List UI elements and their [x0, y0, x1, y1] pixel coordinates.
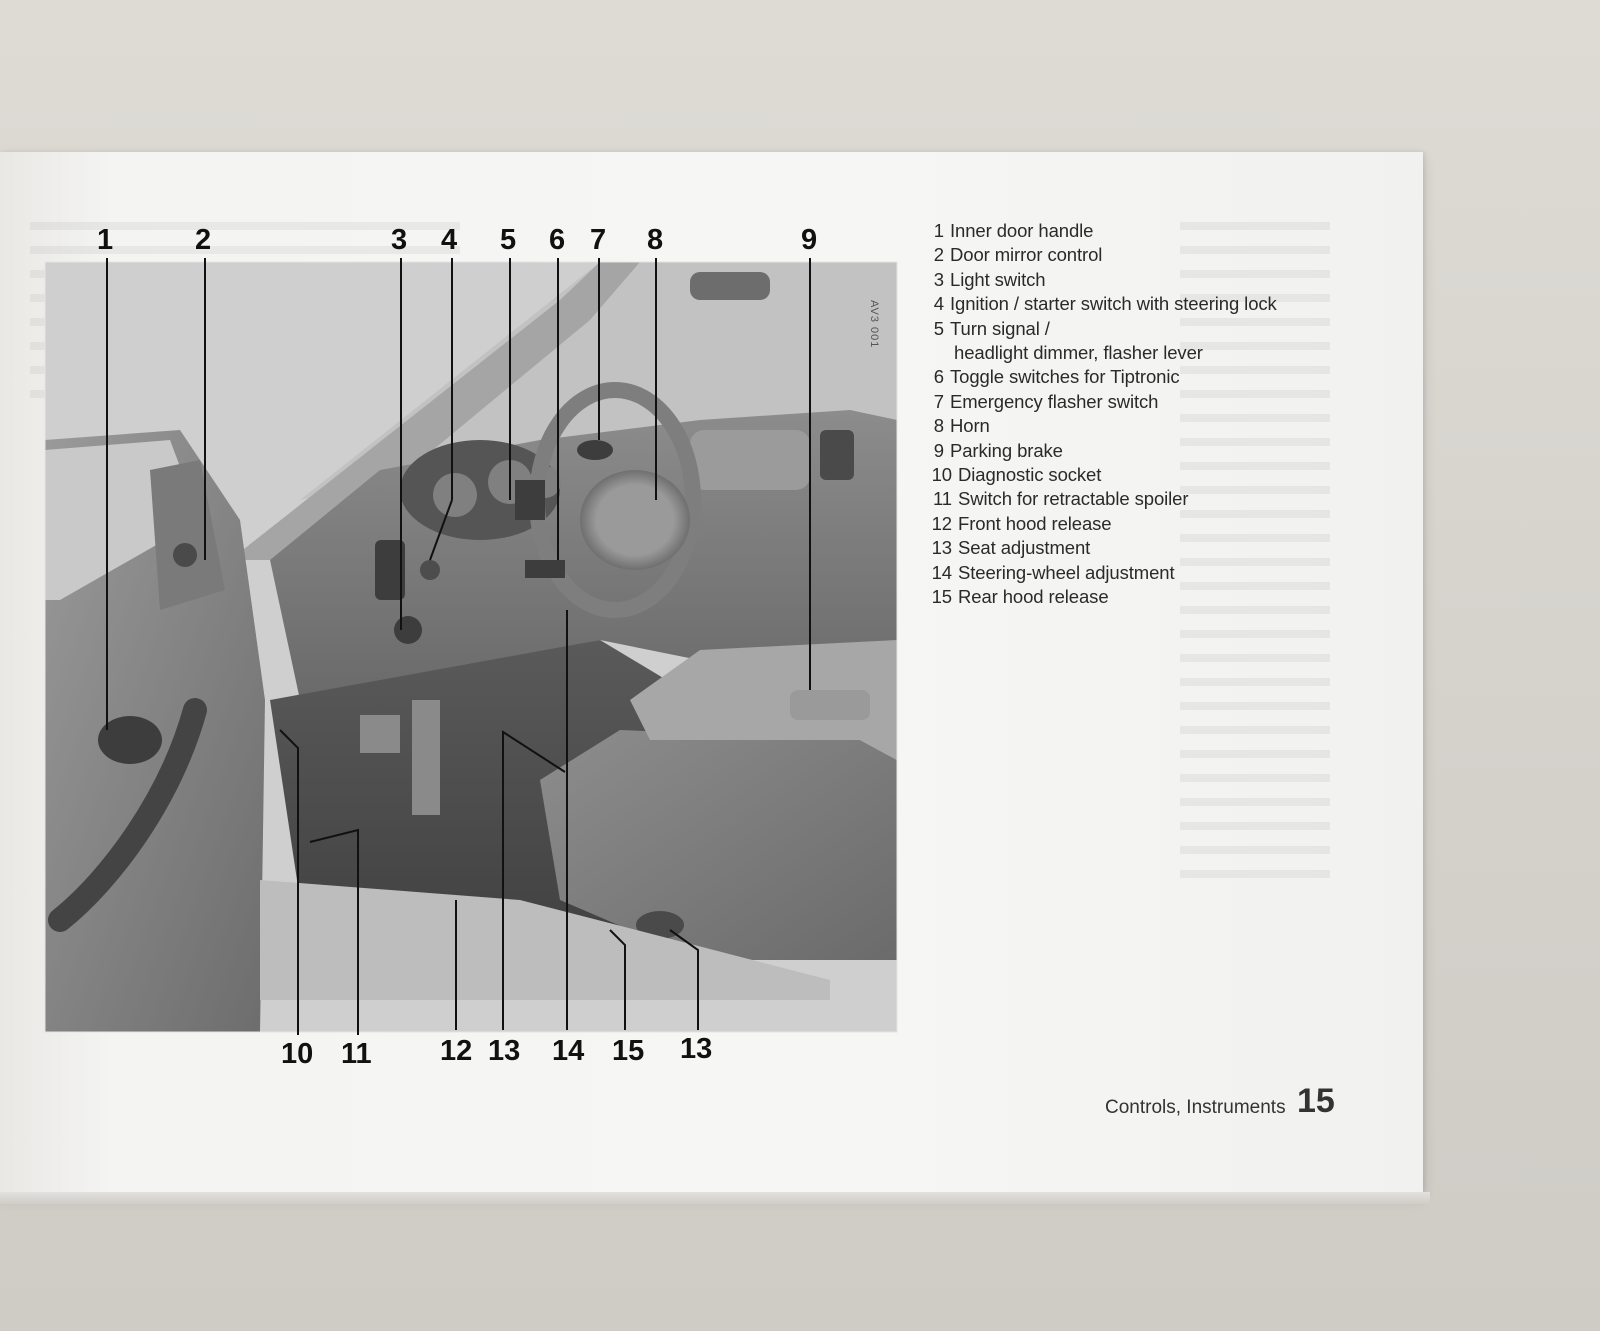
mirror-control-panel — [150, 460, 225, 610]
callout-7: 7 — [590, 224, 607, 256]
callout-13: 13 — [488, 1035, 521, 1067]
figure-code: AV3 001 — [868, 300, 880, 349]
air-vent-right — [820, 430, 854, 480]
footer-section-title: Controls, Instruments — [1105, 1097, 1286, 1118]
callout-4: 4 — [441, 224, 458, 256]
door-sill — [260, 880, 830, 1000]
a-pillar — [230, 262, 640, 560]
callout-10: 10 — [281, 1038, 314, 1070]
callout-8: 8 — [647, 224, 664, 256]
page-number: 15 — [1297, 1082, 1335, 1120]
callout-1: 1 — [97, 224, 114, 256]
legend-item-continuation: headlight dimmer, flasher lever — [954, 342, 1203, 364]
steering-wheel-hub — [580, 470, 690, 570]
callout-leaders-bottom — [279, 610, 699, 1035]
mirror-control-knob — [173, 543, 197, 567]
driver-seat-cushion — [540, 730, 897, 960]
light-switch — [394, 616, 422, 644]
callout-3: 3 — [391, 224, 408, 256]
callout-14: 14 — [552, 1035, 585, 1067]
callout-11: 11 — [341, 1038, 372, 1070]
callout-6: 6 — [549, 224, 566, 256]
door-armrest — [48, 698, 207, 932]
brake-pedal — [360, 715, 400, 753]
door-handle — [98, 716, 162, 764]
accelerator-pedal — [412, 700, 440, 815]
callout-15: 15 — [612, 1035, 645, 1067]
callout-leaders-top — [106, 258, 811, 730]
callout-5: 5 — [500, 224, 517, 256]
callout-12: 12 — [440, 1035, 473, 1067]
glovebox — [690, 430, 810, 490]
callout-9: 9 — [801, 224, 818, 256]
page-edge — [0, 1192, 1430, 1204]
ignition-switch — [420, 560, 440, 580]
rear-view-mirror — [690, 272, 770, 300]
air-vent-left — [375, 540, 405, 600]
parking-brake — [790, 690, 870, 720]
callout-13-second: 13 — [680, 1033, 713, 1065]
callout-2: 2 — [195, 224, 212, 256]
show-through-text-right — [1180, 222, 1330, 882]
driver-seat-back — [630, 640, 897, 760]
